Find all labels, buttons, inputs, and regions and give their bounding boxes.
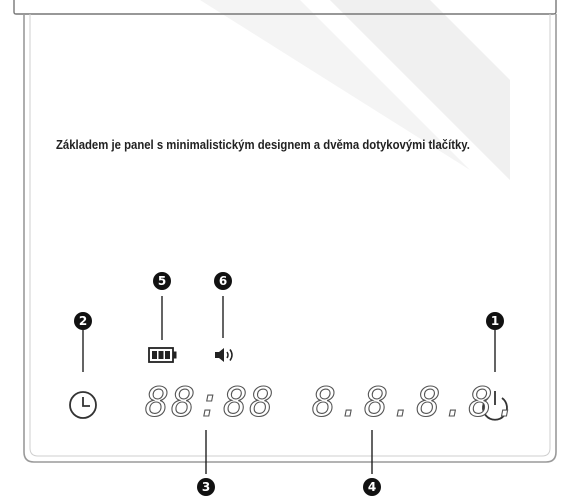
panel-outer-edge	[23, 14, 557, 463]
power-icon[interactable]	[479, 388, 511, 422]
panel-top-rim	[13, 0, 557, 15]
battery-icon	[148, 347, 177, 363]
marker-1: 1	[486, 312, 504, 330]
marker-3: 3	[197, 478, 215, 496]
glass-reflection-2	[330, 0, 510, 180]
speaker-icon	[215, 348, 233, 362]
marker-6: 6	[214, 272, 232, 290]
clock-icon[interactable]	[67, 389, 99, 421]
marker-5: 5	[153, 272, 171, 290]
marker-4: 4	[363, 478, 381, 496]
marker-2: 2	[74, 312, 92, 330]
numeric-display: 8.8.8.8.	[311, 380, 521, 426]
clock-display: 88:88	[144, 380, 276, 426]
description-text: Základem je panel s minimalistickým desi…	[56, 137, 470, 152]
panel-inner-edge	[29, 14, 551, 457]
